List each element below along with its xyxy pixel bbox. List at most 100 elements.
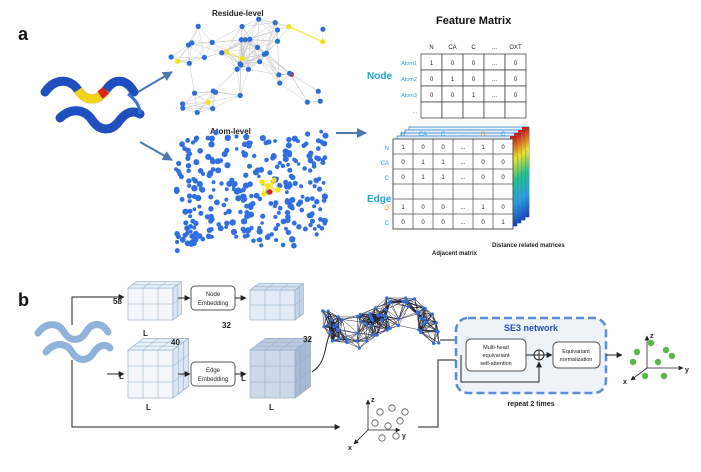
- atom-node: [208, 206, 213, 211]
- atom-node: [210, 235, 214, 239]
- atom-node: [315, 232, 319, 236]
- residue-edge: [290, 73, 319, 91]
- residue-graph: [169, 17, 326, 116]
- z-axis-label: z: [371, 397, 375, 404]
- arrow-to-atom: [140, 142, 172, 160]
- atom-node: [267, 170, 272, 175]
- node-cell: [421, 102, 442, 118]
- residue-node: [243, 37, 248, 42]
- atom-node: [243, 134, 249, 140]
- residue-edge: [188, 45, 189, 63]
- residue-node: [238, 93, 243, 98]
- atom-node: [225, 187, 229, 191]
- atom-node: [205, 214, 210, 219]
- atom-node: [264, 158, 269, 163]
- edge-cell-value: ...: [460, 145, 465, 151]
- atom-node: [285, 190, 289, 194]
- atom-node: [215, 167, 221, 173]
- dense-node: [437, 341, 440, 344]
- atom-node: [188, 224, 193, 229]
- atom-node: [193, 207, 197, 211]
- dense-node: [355, 339, 358, 342]
- edge-cell-value: ...: [460, 220, 465, 226]
- atom-node: [174, 167, 178, 171]
- dense-edge: [399, 325, 419, 329]
- atom-node: [225, 135, 231, 141]
- atom-node: [257, 175, 261, 179]
- atom-node: [192, 194, 197, 199]
- dense-node: [380, 314, 383, 317]
- residue-edge: [266, 53, 279, 83]
- coordinate-point: [372, 420, 378, 426]
- atom-node: [288, 198, 293, 203]
- attention-line3: self-attention: [480, 361, 512, 367]
- atom-node: [244, 204, 249, 209]
- node-col-header: C: [471, 45, 476, 51]
- residue-node: [273, 20, 278, 25]
- x-axis-label: x: [348, 445, 352, 452]
- coordinate-point: [393, 433, 399, 439]
- atom-node: [235, 195, 241, 201]
- atom-node: [292, 158, 296, 162]
- residue-node: [239, 24, 244, 29]
- dense-node: [371, 333, 374, 336]
- atom-node: [238, 210, 242, 214]
- atom-node: [247, 164, 252, 169]
- atom-node: [208, 195, 213, 200]
- dense-node: [369, 315, 372, 318]
- atom-node-highlight: [265, 183, 270, 188]
- residue-node: [320, 27, 325, 32]
- atom-node: [314, 155, 319, 160]
- residue-edge: [198, 26, 204, 57]
- edge-embedding-line2: Embedding: [198, 377, 228, 383]
- atom-node: [297, 162, 301, 166]
- residue-edge: [189, 42, 212, 63]
- dense-node: [389, 327, 392, 330]
- residue-edge: [290, 73, 308, 102]
- edge-embedding-line1: Edge: [206, 368, 221, 374]
- atom-node: [281, 164, 285, 168]
- atom-node: [296, 224, 301, 229]
- atom-node: [230, 219, 236, 225]
- atom-node: [213, 130, 218, 135]
- x-axis-label: x: [623, 379, 627, 386]
- residue-node: [275, 39, 280, 44]
- node-length-label: L: [143, 329, 148, 338]
- atom-node: [318, 207, 322, 211]
- atom-node: [260, 135, 266, 141]
- atom-node-highlight: [261, 191, 266, 196]
- atom-node: [317, 177, 321, 181]
- dense-node: [337, 329, 340, 332]
- residue-node: [320, 39, 325, 44]
- atom-node: [323, 221, 327, 225]
- residue-node: [318, 99, 323, 104]
- output-point: [661, 373, 667, 379]
- atom-node: [281, 243, 286, 248]
- edge-row-header: CA: [381, 161, 389, 167]
- atom-node: [245, 233, 250, 238]
- dense-node: [435, 321, 438, 324]
- residue-node: [210, 40, 215, 45]
- atom-node: [274, 238, 278, 242]
- dense-node: [337, 315, 340, 318]
- residue-node: [287, 71, 292, 76]
- coordinate-point: [377, 409, 383, 415]
- atom-node: [214, 200, 220, 206]
- atom-node: [180, 197, 185, 202]
- edge-feature-cube: [128, 338, 189, 398]
- atom-node: [252, 154, 256, 158]
- atom-node: [194, 136, 199, 141]
- dense-node: [404, 297, 407, 300]
- atom-node: [286, 137, 291, 142]
- edge-length-left: L: [119, 372, 124, 381]
- atom-node: [302, 166, 307, 171]
- dense-node: [356, 332, 359, 335]
- atom-node: [193, 178, 198, 183]
- residue-edge: [277, 41, 278, 75]
- atom-node: [275, 165, 280, 170]
- atom-node: [277, 211, 281, 215]
- atom-node: [188, 214, 192, 218]
- adjacent-matrix-label: Adjacent matrix: [432, 251, 478, 257]
- edge-col-header: C: [441, 132, 446, 138]
- atom-node: [308, 168, 312, 172]
